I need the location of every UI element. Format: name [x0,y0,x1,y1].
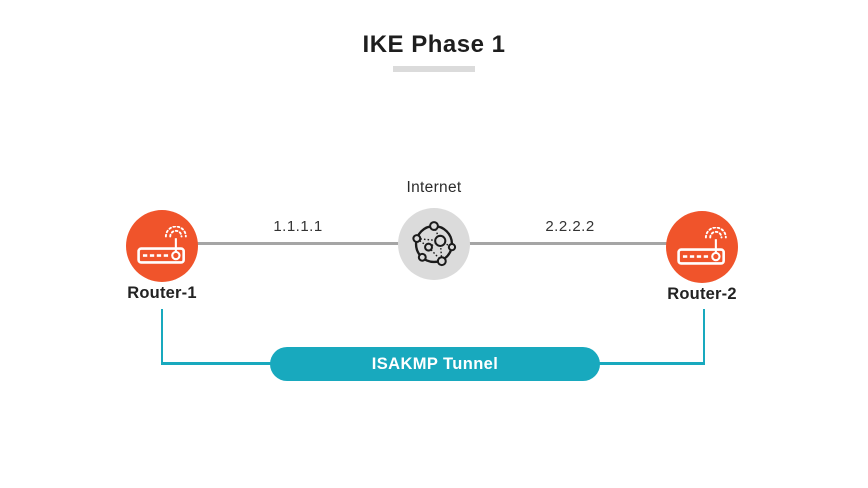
router2-ip-label: 2.2.2.2 [545,218,595,235]
router-icon [676,227,728,267]
tunnel-connector-left-vertical [161,309,163,365]
title-underline [393,66,475,72]
internet-globe-icon [409,219,459,269]
isakmp-tunnel-label: ISAKMP Tunnel [371,354,499,373]
internet-label: Internet [406,179,462,196]
tunnel-connector-left-horizontal [161,362,281,365]
tunnel-connector-right-vertical [703,309,705,365]
router2-label: Router-2 [667,285,737,303]
wan-link-left [197,242,399,245]
isakmp-tunnel-pill: ISAKMP Tunnel [270,347,600,381]
tunnel-connector-right-horizontal [585,362,705,365]
router1-node [126,210,198,282]
router2-node [666,211,738,283]
internet-node [398,208,470,280]
router-icon [136,226,188,266]
router1-ip-label: 1.1.1.1 [273,218,323,235]
wan-link-right [469,242,671,245]
page-title: IKE Phase 1 [362,31,506,58]
router1-label: Router-1 [127,284,197,302]
